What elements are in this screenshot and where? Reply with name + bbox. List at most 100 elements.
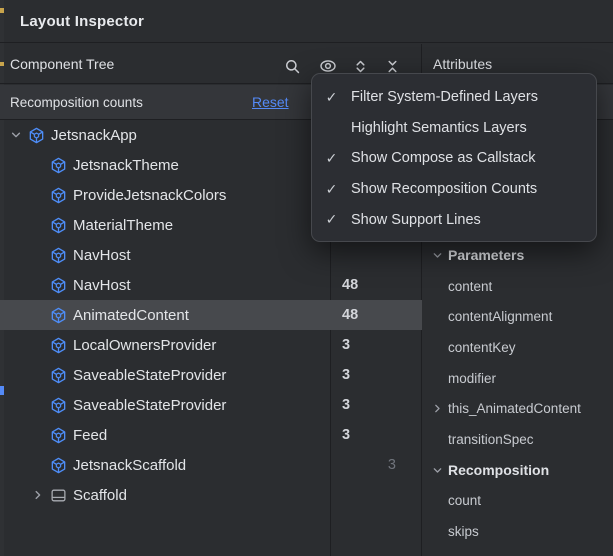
tree-row-label: NavHost [73, 246, 131, 264]
attr-row-contentkey[interactable]: contentKey [422, 332, 613, 363]
chevron-spacer [28, 335, 48, 355]
compose-icon [48, 365, 68, 385]
tree-row-jetsnacktheme[interactable]: JetsnackTheme [0, 150, 422, 180]
tree-row-label: JetsnackTheme [73, 156, 179, 174]
chevron-spacer [28, 395, 48, 415]
tree-row-label: NavHost [73, 276, 131, 294]
chevron-down-icon[interactable] [428, 461, 446, 479]
component-tree: JetsnackApp JetsnackTheme ProvideJetsnac… [0, 120, 422, 510]
menu-item-show-recomposition-counts[interactable]: ✓ Show Recomposition Counts [312, 174, 596, 205]
menu-item-show-support-lines[interactable]: ✓ Show Support Lines [312, 204, 596, 235]
attr-label: contentKey [448, 339, 516, 355]
compose-icon [48, 395, 68, 415]
chevron-spacer [28, 245, 48, 265]
menu-item-show-compose-as-callstack[interactable]: ✓ Show Compose as Callstack [312, 143, 596, 174]
tree-row-providejetsnackcolors[interactable]: ProvideJetsnackColors [0, 180, 422, 210]
recomposition-count: 48 [342, 307, 359, 323]
attr-label: modifier [448, 370, 497, 386]
attr-row-count[interactable]: count [422, 486, 613, 517]
attr-row-content[interactable]: content [422, 271, 613, 302]
compose-icon [48, 185, 68, 205]
tree-row-label: LocalOwnersProvider [73, 336, 217, 354]
tree-row-label: Feed [73, 426, 108, 444]
chevron-spacer [28, 425, 48, 445]
chevron-down-icon[interactable] [6, 125, 26, 145]
tree-row-navhost-2[interactable]: NavHost 48 [0, 270, 422, 300]
chevron-right-icon[interactable] [28, 485, 48, 505]
tree-row-scaffold[interactable]: Scaffold [0, 480, 422, 510]
recomposition-count: 3 [342, 367, 351, 383]
tree-row-label: SaveableStateProvider [73, 366, 227, 384]
tree-row-saveablestateprovider-2[interactable]: SaveableStateProvider 3 [0, 390, 422, 420]
compose-icon [48, 305, 68, 325]
attr-label: content [448, 278, 493, 294]
tree-row-feed[interactable]: Feed 3 [0, 420, 422, 450]
attr-row-skips[interactable]: skips [422, 516, 613, 547]
menu-item-label: Filter System-Defined Layers [351, 89, 538, 106]
gutter-mark-yellow [0, 8, 4, 13]
menu-item-highlight-semantics-layers[interactable]: Highlight Semantics Layers [312, 113, 596, 144]
compose-icon [48, 245, 68, 265]
section-title: Recomposition [448, 462, 550, 479]
tree-row-label: JetsnackApp [51, 126, 137, 144]
compose-icon [48, 215, 68, 235]
attr-label: transitionSpec [448, 431, 534, 447]
section-parameters[interactable]: Parameters [422, 240, 613, 271]
gutter-mark-yellow [0, 62, 4, 66]
attr-row-modifier[interactable]: modifier [422, 363, 613, 394]
attr-row-transitionspec[interactable]: transitionSpec [422, 424, 613, 455]
compose-icon [26, 125, 46, 145]
tree-row-materialtheme[interactable]: MaterialTheme [0, 210, 422, 240]
compose-icon [48, 275, 68, 295]
reset-counts-link[interactable]: Reset [252, 94, 289, 110]
menu-item-filter-system-defined-layers[interactable]: ✓ Filter System-Defined Layers [312, 82, 596, 113]
view-options-menu: ✓ Filter System-Defined Layers Highlight… [311, 73, 597, 242]
chevron-spacer [28, 305, 48, 325]
search-icon[interactable] [281, 55, 303, 77]
window-edge-gutter [0, 0, 4, 556]
section-recomposition[interactable]: Recomposition [422, 455, 613, 486]
chevron-spacer [28, 275, 48, 295]
scaffold-icon [48, 485, 68, 505]
attr-label: this_AnimatedContent [448, 401, 581, 417]
compose-icon [48, 335, 68, 355]
recomposition-count: 3 [342, 397, 351, 413]
panel-header-row: Component Tree Attributes [0, 44, 613, 84]
attributes-header: Attributes [433, 56, 493, 72]
menu-item-label: Show Compose as Callstack [351, 150, 536, 167]
attr-row-this-animatedcontent[interactable]: this_AnimatedContent [422, 393, 613, 424]
tree-row-label: MaterialTheme [73, 216, 174, 234]
banner-label: Recomposition counts [10, 94, 143, 110]
counts-column-divider[interactable] [330, 120, 331, 556]
tree-row-jetsnackscaffold[interactable]: JetsnackScaffold 3 [0, 450, 422, 480]
attr-row-contentalignment[interactable]: contentAlignment [422, 301, 613, 332]
check-icon: ✓ [325, 180, 338, 197]
recomposition-skips: 3 [387, 457, 396, 473]
chevron-spacer [28, 155, 48, 175]
chevron-spacer [28, 365, 48, 385]
gutter-mark-blue [0, 386, 4, 395]
tree-row-jetsnackapp[interactable]: JetsnackApp [0, 120, 422, 150]
attr-label: count [448, 493, 482, 509]
chevron-spacer [28, 215, 48, 235]
tree-row-localownersprovider[interactable]: LocalOwnersProvider 3 [0, 330, 422, 360]
attr-label: skips [448, 524, 479, 540]
chevron-right-icon[interactable] [428, 400, 446, 418]
tree-row-saveablestateprovider-1[interactable]: SaveableStateProvider 3 [0, 360, 422, 390]
page-title: Layout Inspector [20, 12, 145, 30]
chevron-down-icon[interactable] [428, 246, 446, 264]
recomposition-count: 3 [342, 337, 351, 353]
check-icon: ✓ [325, 88, 338, 105]
recomposition-count: 48 [342, 277, 359, 293]
check-icon: ✓ [325, 211, 338, 228]
recomposition-count: 3 [342, 427, 351, 443]
component-tree-header: Component Tree [10, 56, 115, 72]
tree-row-label: ProvideJetsnackColors [73, 186, 227, 204]
tree-row-label: Scaffold [73, 486, 127, 504]
check-icon: ✓ [325, 149, 338, 166]
window-titlebar: Layout Inspector [0, 0, 613, 43]
tree-row-animatedcontent[interactable]: AnimatedContent 48 [0, 300, 422, 330]
tree-row-label: JetsnackScaffold [73, 456, 187, 474]
tree-row-navhost-1[interactable]: NavHost [0, 240, 422, 270]
attributes-panel: Parameters content contentAlignment cont… [422, 240, 613, 547]
